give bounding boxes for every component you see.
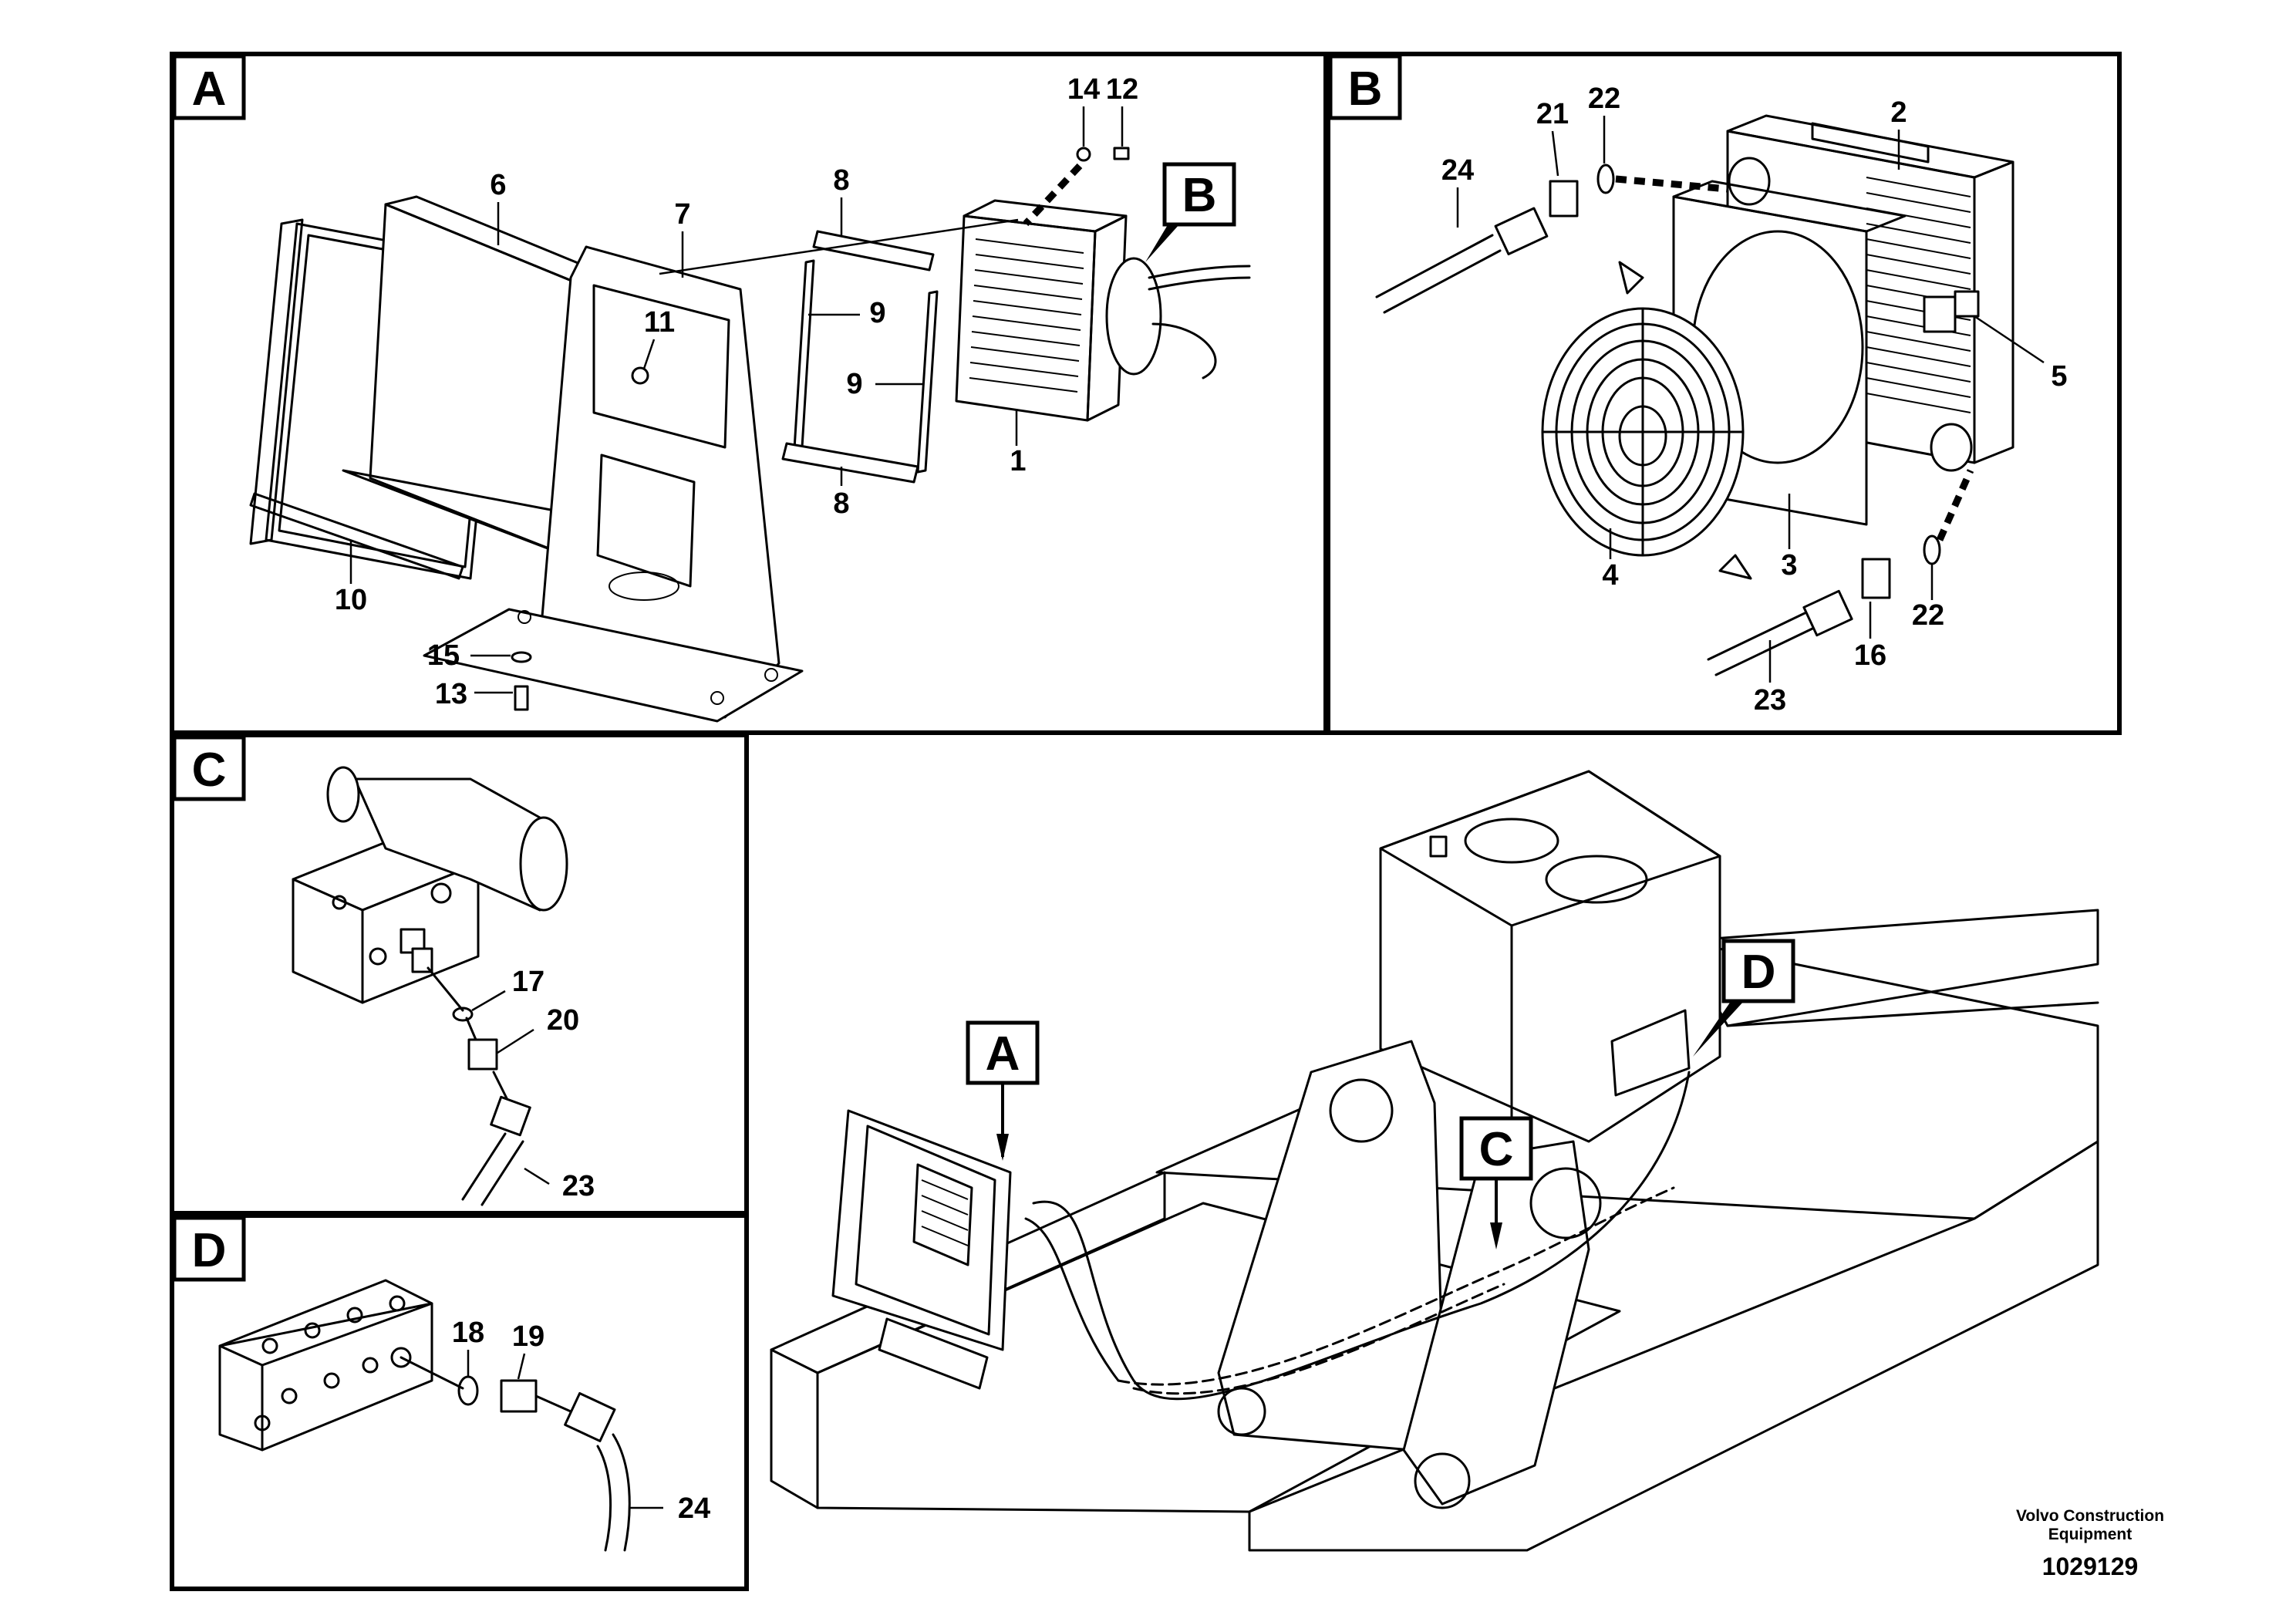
callout-14: 14 [1067, 73, 1100, 106]
svg-text:D: D [1741, 946, 1776, 999]
callout-5: 5 [2051, 360, 2067, 393]
callout-9-top: 9 [869, 297, 885, 329]
svg-text:B: B [1348, 62, 1383, 116]
svg-text:A: A [192, 62, 227, 116]
callout-23: 23 [562, 1170, 595, 1202]
callout-4: 4 [1602, 559, 1618, 592]
overview-ref-d: D [1693, 939, 1795, 1057]
callout-10: 10 [335, 584, 367, 616]
callout-13: 13 [435, 678, 467, 710]
svg-text:C: C [192, 744, 227, 797]
callout-2: 2 [1890, 96, 1907, 129]
panel-b-drawing [1375, 114, 2014, 676]
callout-17: 17 [512, 966, 544, 998]
callout-16: 16 [1854, 639, 1886, 672]
callout-8-top: 8 [833, 164, 849, 197]
callout-19: 19 [512, 1320, 544, 1353]
brand-line-2: Equipment [2048, 1526, 2132, 1543]
panel-d-drawing [218, 1279, 631, 1552]
callout-24: 24 [678, 1492, 710, 1525]
panel-b-callouts: 2 3 4 5 16 21 22 22 23 24 [1441, 83, 2068, 717]
callout-22-bottom: 22 [1912, 599, 1944, 632]
document-number: 1029129 [2042, 1553, 2139, 1580]
callout-15: 15 [427, 639, 460, 672]
panel-b-label: B [1328, 54, 1402, 120]
callout-3: 3 [1781, 549, 1797, 582]
svg-text:B: B [1182, 169, 1217, 222]
detail-ref-b: B [1145, 162, 1236, 262]
callout-6: 6 [490, 169, 506, 201]
panel-c-drawing [292, 766, 568, 1206]
panel-d-frame [170, 1213, 749, 1591]
overview-ref-c: C [1459, 1116, 1533, 1249]
overview-drawing [770, 770, 2099, 1552]
svg-text:A: A [986, 1027, 1020, 1081]
panel-d-label: D [172, 1216, 246, 1282]
callout-20: 20 [547, 1004, 579, 1037]
callout-11: 11 [644, 306, 675, 339]
panel-c-callouts: 17 20 23 [471, 966, 595, 1202]
panel-a-callouts: 1 6 7 8 8 9 9 10 11 12 13 14 15 [335, 73, 1138, 710]
callout-24: 24 [1441, 154, 1474, 187]
callout-1: 1 [1010, 445, 1026, 477]
callout-8-bottom: 8 [833, 487, 849, 520]
callout-23: 23 [1754, 684, 1786, 717]
panel-c-label: C [172, 735, 246, 801]
panel-a-drawing [249, 147, 1251, 723]
svg-text:C: C [1479, 1123, 1514, 1176]
callout-21: 21 [1536, 98, 1569, 130]
callout-7: 7 [674, 198, 690, 231]
callout-12: 12 [1106, 73, 1138, 106]
overview-ref-a: A [966, 1020, 1040, 1161]
svg-text:D: D [192, 1224, 227, 1277]
panel-d-callouts: 18 19 24 [452, 1317, 710, 1525]
footer-brand: Volvo Construction Equipment 1029129 [2016, 1507, 2164, 1580]
panel-a-label: A [172, 54, 246, 120]
callout-22-top: 22 [1588, 83, 1620, 115]
panel-b-frame [1326, 52, 2122, 735]
brand-line-1: Volvo Construction [2016, 1507, 2164, 1525]
callout-18: 18 [452, 1317, 484, 1349]
callout-9-bottom: 9 [846, 368, 862, 400]
